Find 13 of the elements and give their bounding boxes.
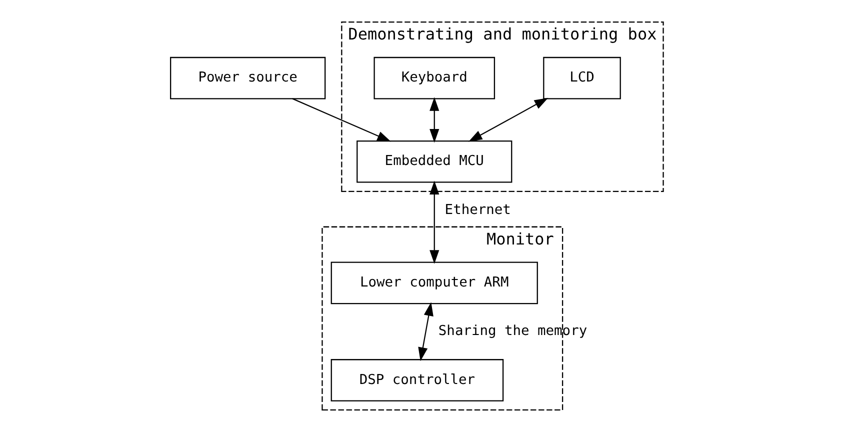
node-box: DSP controller [330, 359, 504, 402]
edge-label: Ethernet [444, 202, 511, 218]
arrow [292, 98, 391, 142]
node-box: Keyboard [374, 56, 496, 100]
edge-label: Sharing the memory [438, 323, 588, 340]
node-box: Lower computer ARM [330, 262, 538, 304]
arrow [430, 180, 440, 264]
node-box: Power source [170, 56, 326, 100]
node-box: Embedded MCU [356, 140, 512, 183]
arrow [468, 98, 548, 142]
arrow [430, 97, 440, 143]
node-box: LCD [543, 56, 621, 100]
arrow [418, 302, 434, 362]
